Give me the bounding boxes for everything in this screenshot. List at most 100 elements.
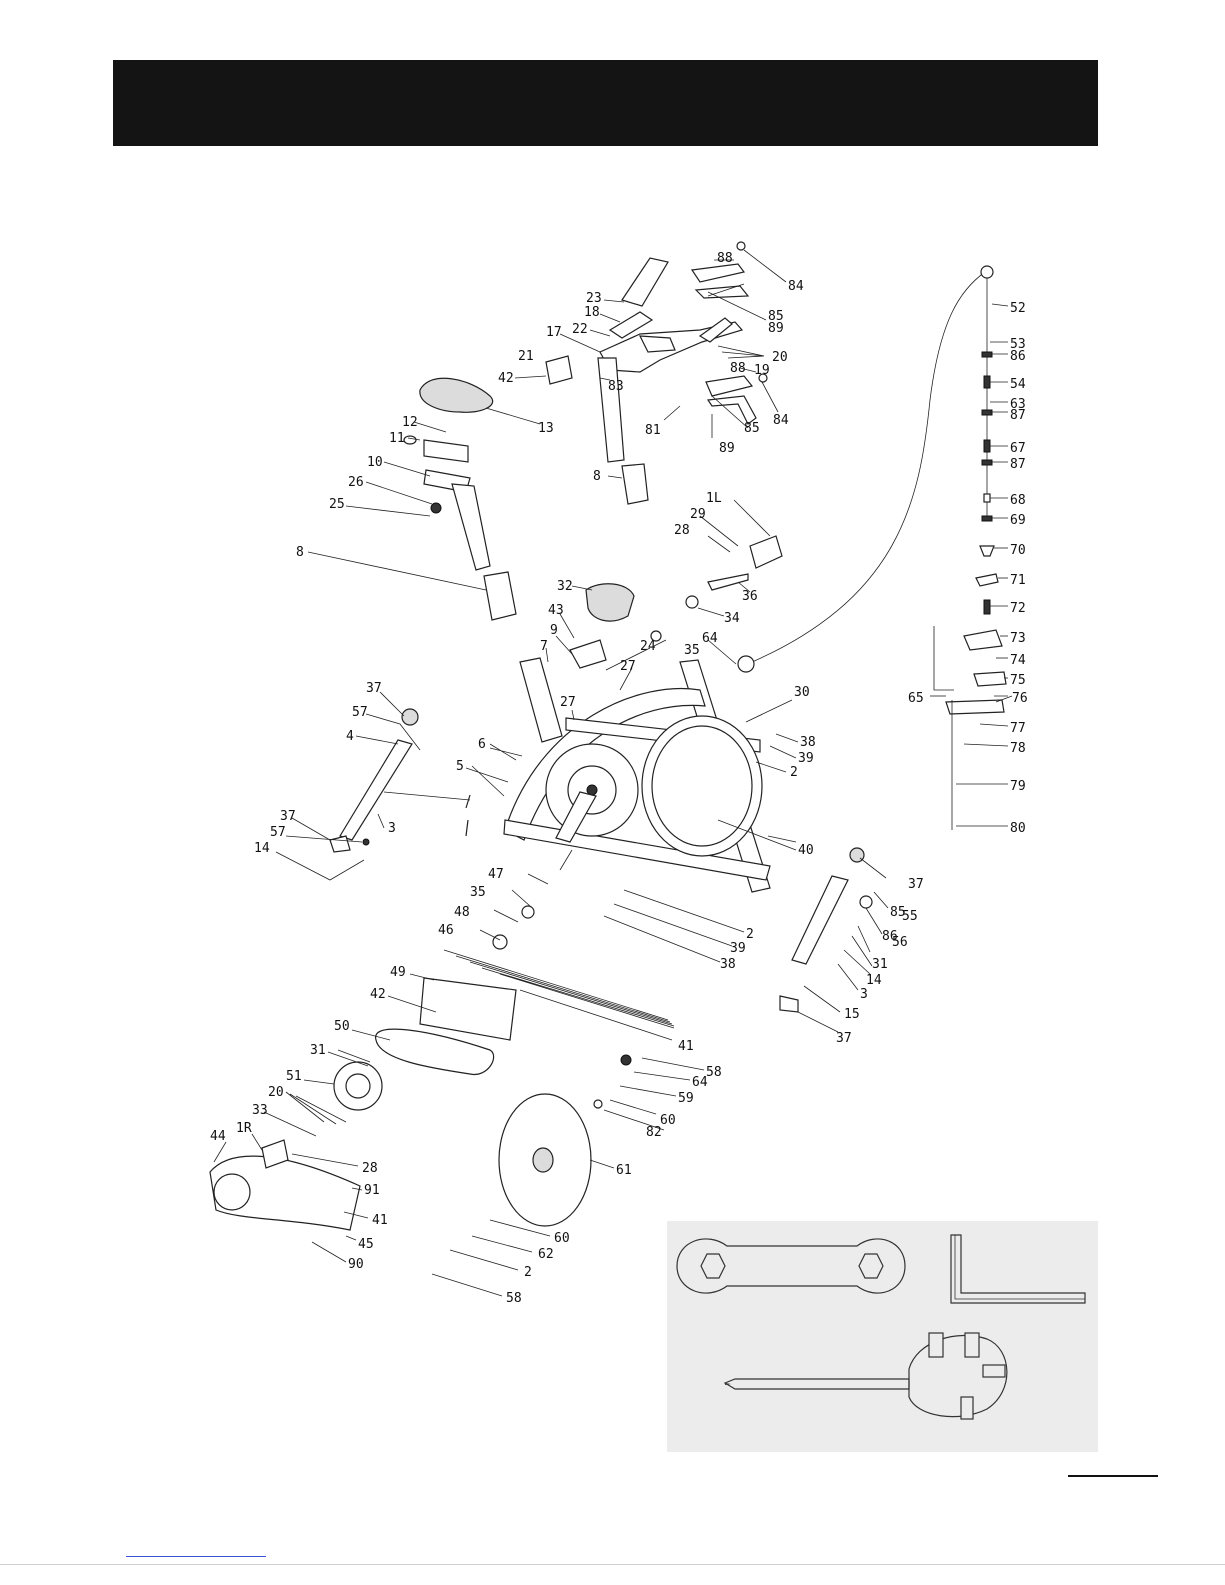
- callout-60: 60: [554, 1231, 570, 1246]
- callout-75: 75: [1010, 673, 1026, 688]
- callout-85: 85: [768, 309, 784, 324]
- callout-38: 38: [720, 957, 736, 972]
- callout-57: 57: [270, 825, 286, 840]
- callout-86: 86: [882, 929, 898, 944]
- double-open-wrench: [676, 1238, 906, 1294]
- callout-22: 22: [572, 322, 588, 337]
- callout-26: 26: [348, 475, 364, 490]
- callout-8: 8: [593, 469, 601, 484]
- tools-panel: [667, 1221, 1098, 1452]
- callout-37: 37: [836, 1031, 852, 1046]
- leader-lines: [213, 249, 1013, 1297]
- callout-62: 62: [538, 1247, 554, 1262]
- callout-40: 40: [798, 843, 814, 858]
- allen-key: [950, 1234, 1086, 1304]
- tension-cable: [744, 271, 986, 666]
- callout-42: 42: [498, 371, 514, 386]
- callout-63: 63: [1010, 397, 1026, 412]
- callout-80: 80: [1010, 821, 1026, 836]
- callout-78: 78: [1010, 741, 1026, 756]
- callout-81: 81: [645, 423, 661, 438]
- callout-58: 58: [706, 1065, 722, 1080]
- page-number-rule: [1068, 1475, 1158, 1477]
- callout-4: 4: [346, 729, 354, 744]
- callout-7: 7: [540, 639, 548, 654]
- callout-42: 42: [370, 987, 386, 1002]
- callout-58: 58: [506, 1291, 522, 1306]
- callout-41: 41: [678, 1039, 694, 1054]
- callout-3: 3: [388, 821, 396, 836]
- callout-37: 37: [908, 877, 924, 892]
- callout-56: 56: [892, 935, 908, 950]
- callout-57: 57: [352, 705, 368, 720]
- header-bar: [113, 60, 1098, 146]
- callout-2: 2: [524, 1265, 532, 1280]
- callout-31: 31: [310, 1043, 326, 1058]
- callout-71: 71: [1010, 573, 1026, 588]
- footer-link-underline[interactable]: [126, 1556, 266, 1557]
- callout-91: 91: [364, 1183, 380, 1198]
- callout-61: 61: [616, 1163, 632, 1178]
- callout-2: 2: [746, 927, 754, 942]
- callout-14: 14: [254, 841, 270, 856]
- callout-32: 32: [557, 579, 573, 594]
- callout-70: 70: [1010, 543, 1026, 558]
- callout-21: 21: [518, 349, 534, 364]
- callout-64: 64: [692, 1075, 708, 1090]
- callout-11: 11: [389, 431, 405, 446]
- callout-45: 45: [358, 1237, 374, 1252]
- callout-90: 90: [348, 1257, 364, 1272]
- left-pedal-crank: [650, 535, 783, 673]
- callout-3: 3: [860, 987, 868, 1002]
- callout-55: 55: [902, 909, 918, 924]
- callout-24: 24: [640, 639, 656, 654]
- callout-48: 48: [454, 905, 470, 920]
- callout-18: 18: [584, 305, 600, 320]
- callout-85: 85: [744, 421, 760, 436]
- callout-38: 38: [800, 735, 816, 750]
- callout-1L: 1L: [706, 491, 722, 506]
- callout-39: 39: [798, 751, 814, 766]
- callout-20: 20: [268, 1085, 284, 1100]
- callout-79: 79: [1010, 779, 1026, 794]
- callout-88: 88: [730, 361, 746, 376]
- callout-41: 41: [372, 1213, 388, 1228]
- callout-31: 31: [872, 957, 888, 972]
- callout-67: 67: [1010, 441, 1026, 456]
- main-frame: [465, 583, 771, 893]
- callout-44: 44: [210, 1129, 226, 1144]
- callout-8: 8: [296, 545, 304, 560]
- callout-25: 25: [329, 497, 345, 512]
- callout-89: 89: [719, 441, 735, 456]
- callout-9: 9: [550, 623, 558, 638]
- callout-19: 19: [754, 363, 770, 378]
- seat-assembly: [403, 377, 517, 621]
- callout-43: 43: [548, 603, 564, 618]
- callout-52: 52: [1010, 301, 1026, 316]
- callout-1R: 1R: [236, 1121, 252, 1136]
- callout-74: 74: [1010, 653, 1026, 668]
- callout-30: 30: [794, 685, 810, 700]
- callout-59: 59: [678, 1091, 694, 1106]
- callout-89: 89: [768, 321, 784, 336]
- callout-72: 72: [1010, 601, 1026, 616]
- bottom-rule: [0, 1564, 1225, 1565]
- callout-51: 51: [286, 1069, 302, 1084]
- callout-83: 83: [608, 379, 624, 394]
- callout-35: 35: [470, 885, 486, 900]
- screwdriver-multi-wrench: [723, 1332, 1008, 1420]
- callout-23: 23: [586, 291, 602, 306]
- callout-68: 68: [1010, 493, 1026, 508]
- callout-12: 12: [402, 415, 418, 430]
- callout-85: 85: [890, 905, 906, 920]
- callout-86: 86: [1010, 349, 1026, 364]
- flywheel: [498, 1054, 632, 1227]
- callout-28: 28: [362, 1161, 378, 1176]
- callout-37: 37: [366, 681, 382, 696]
- part-callouts: 84 88 85 89 23 18 22 17 21 42 83 20 88 1…: [210, 251, 1028, 1306]
- callout-64: 64: [702, 631, 718, 646]
- chain-guard-and-chainring: [209, 905, 535, 1231]
- callout-34: 34: [724, 611, 740, 626]
- callout-88: 88: [717, 251, 733, 266]
- rear-stabilizer: [779, 847, 873, 1013]
